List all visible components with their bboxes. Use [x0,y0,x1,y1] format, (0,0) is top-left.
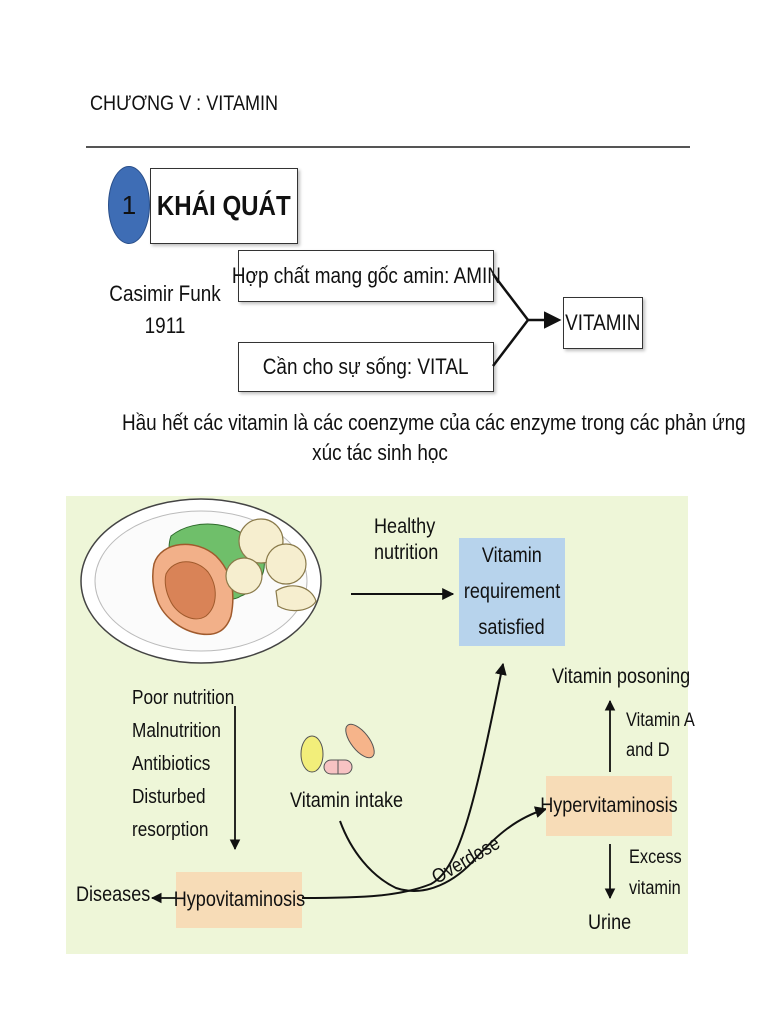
cause-item: Disturbed [132,781,234,814]
requirement-line-2: requirement [464,574,560,610]
hypervitaminosis-box: Hypervitaminosis [546,776,672,836]
hypervitaminosis-text: Hypervitaminosis [540,793,678,819]
healthy-nutrition-label: Healthy nutrition [374,514,449,566]
vitamin-ad-label: Vitamin A and D [626,706,706,766]
merge-lines [493,274,528,366]
cause-item: resorption [132,814,234,847]
vitamin-ad-line-1: Vitamin A [626,706,695,736]
description-line-1: Hầu hết các vitamin là các coenzyme của … [122,408,638,438]
vitamin-intake-text: Vitamin intake [290,788,403,814]
requirement-line-1: Vitamin [482,538,542,574]
poisoning-text: Vitamin posoning [552,664,690,690]
hypovitaminosis-text: Hypovitaminosis [173,887,304,913]
description-line-2: xúc tác sinh học [122,438,638,468]
healthy-line-2: nutrition [374,540,438,566]
vitamin-ad-line-2: and D [626,736,695,766]
food-plate-icon [81,499,321,663]
description: Hầu hết các vitamin là các coenzyme của … [80,408,680,468]
requirement-satisfied-box: Vitamin requirement satisfied [459,538,565,646]
urine-label: Urine [588,910,638,936]
healthy-line-1: Healthy [374,514,438,540]
excess-line-1: Excess [629,842,682,873]
vitamin-metabolism-diagram: Healthy nutrition Vitamin requirement sa… [66,496,688,954]
vitamin-pills-icon [301,720,379,774]
cause-item: Poor nutrition [132,682,234,715]
hypovitaminosis-box: Hypovitaminosis [176,872,302,928]
excess-vitamin-label: Excess vitamin [629,842,690,904]
vitamin-intake-label: Vitamin intake [290,788,422,814]
causes-list: Poor nutrition Malnutrition Antibiotics … [132,682,251,847]
cause-item: Malnutrition [132,715,234,748]
urine-text: Urine [588,910,631,936]
excess-line-2: vitamin [629,873,682,904]
requirement-line-3: satisfied [479,610,545,646]
poisoning-label: Vitamin posoning [552,664,713,690]
cause-item: Antibiotics [132,748,234,781]
diseases-text: Diseases [76,882,150,908]
diseases-label: Diseases [76,882,162,908]
